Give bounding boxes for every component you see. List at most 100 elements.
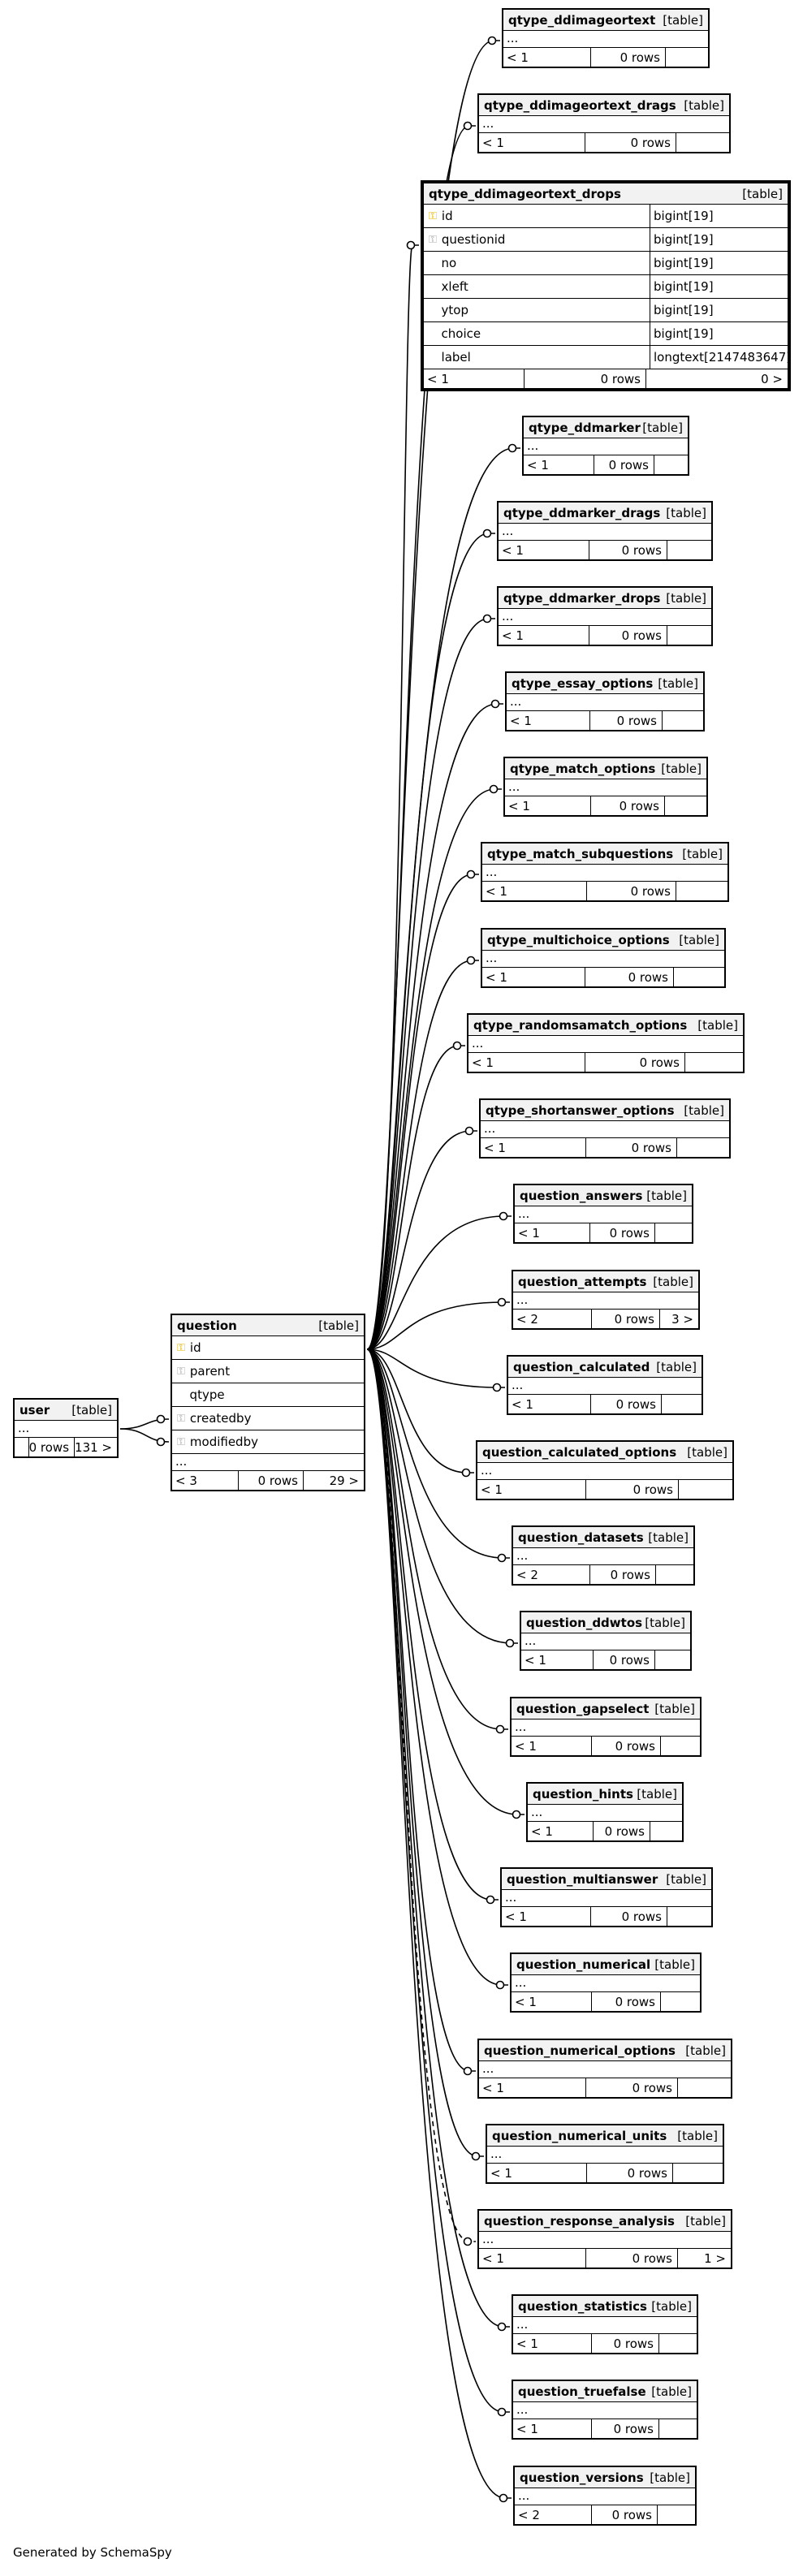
relationship-line	[366, 1348, 474, 1474]
relationship-line	[366, 1348, 508, 1730]
parent-count: < 1	[479, 2078, 586, 2097]
foreign-key-icon: ⚿	[177, 1365, 185, 1378]
more-columns: ...	[503, 31, 708, 48]
parent-count: < 1	[487, 2164, 587, 2182]
row-count: 0 rows	[585, 1053, 685, 1072]
table-kind: [table]	[318, 1318, 359, 1333]
more-columns: ...	[513, 2317, 697, 2334]
more-columns: ...	[479, 2061, 731, 2078]
cardinality-marker	[507, 443, 517, 453]
cardinality-marker	[463, 121, 473, 131]
table-name: qtype_multichoice_options	[487, 932, 670, 947]
row-count: 0 rows	[589, 541, 667, 559]
column-name: parent	[189, 1364, 231, 1379]
row-count: 0 rows	[594, 1822, 650, 1840]
table-kind: [table]	[648, 1530, 689, 1545]
relationship-line	[366, 1215, 512, 1350]
column-row[interactable]: ⚿modifiedby	[172, 1430, 364, 1454]
relationship-line	[366, 1348, 525, 1815]
parent-count: < 2	[513, 1565, 590, 1584]
generated-by-footer: Generated by SchemaSpy	[13, 2545, 172, 2560]
column-row[interactable]: ⚿ parent	[172, 1360, 364, 1383]
table-name: qtype_ddmarker_drags	[503, 505, 661, 520]
question-table[interactable]: question [table] ⚿id⚿parent qtype⚿create…	[171, 1314, 365, 1491]
more-columns: ...	[507, 694, 703, 711]
more-columns: ...	[512, 1975, 700, 1992]
row-count: 0 rows	[590, 1223, 655, 1242]
table-kind: [table]	[685, 2213, 726, 2229]
more-columns: ...	[502, 1890, 711, 1907]
child-table-question-calculated-options[interactable]: question_calculated_options[table]...< 1…	[476, 1440, 734, 1500]
cardinality-marker	[497, 1297, 507, 1307]
child-count	[663, 711, 703, 730]
child-count: 131 >	[75, 1439, 112, 1455]
column-row[interactable]: ⚿id	[172, 1336, 364, 1360]
row-count: 0 rows	[585, 968, 674, 986]
table-kind: [table]	[661, 761, 702, 776]
parent-count: < 1	[513, 2419, 592, 2438]
child-count	[659, 2334, 697, 2353]
column-row[interactable]: ⚿createdby	[172, 1407, 364, 1430]
table-footer: < 1 0 rows 0 >	[424, 369, 788, 388]
column-row[interactable]: qtype	[172, 1383, 364, 1407]
column-name: ytop	[441, 303, 469, 317]
child-count: 29 >	[329, 1473, 359, 1488]
column-name: choice	[441, 326, 481, 341]
child-count	[655, 1223, 692, 1242]
table-kind: [table]	[663, 12, 703, 28]
table-name: qtype_shortanswer_options	[486, 1102, 675, 1118]
more-columns: ...	[15, 1421, 117, 1438]
cardinality-marker	[482, 614, 492, 624]
table-kind: [table]	[650, 2470, 690, 2485]
column-name: modifiedby	[189, 1435, 258, 1449]
column-name: id	[441, 209, 453, 223]
cardinality-marker	[497, 2407, 507, 2417]
child-count	[659, 2419, 697, 2438]
user-table[interactable]: user [table] ... 0 rows 131 >	[13, 1398, 119, 1458]
child-table-qtype-randomsamatch-options[interactable]: qtype_randomsamatch_options[table]...< 1…	[467, 1013, 745, 1073]
cardinality-marker	[463, 2066, 473, 2076]
child-count	[673, 2164, 723, 2182]
more-columns: ...	[479, 2232, 731, 2249]
table-name: question_versions	[520, 2470, 644, 2485]
primary-key-icon: ⚿	[429, 209, 437, 222]
table-kind: [table]	[679, 932, 719, 947]
